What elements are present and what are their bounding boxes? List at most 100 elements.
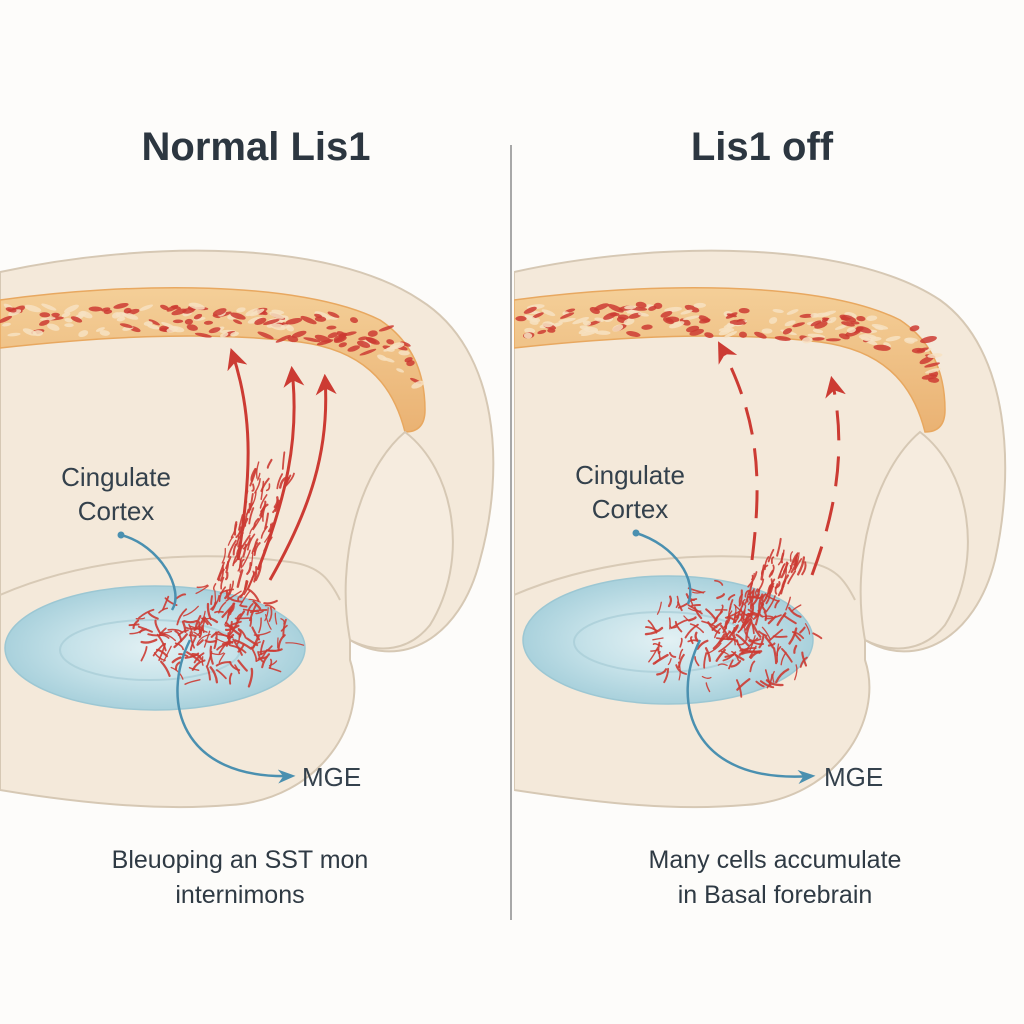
migrating-cell — [767, 642, 776, 647]
migrating-cell — [747, 612, 755, 621]
migrating-cell — [138, 608, 155, 619]
migrating-cells-right — [644, 537, 823, 698]
mge-label-right: MGE — [824, 762, 883, 792]
migrating-cell — [687, 639, 699, 643]
migrating-cell — [679, 637, 683, 648]
migrating-cell — [760, 564, 766, 581]
migrating-cell — [658, 651, 661, 660]
migrating-cell — [760, 602, 768, 613]
band-cell — [143, 321, 153, 326]
band-cell — [551, 322, 563, 328]
migrating-cell — [219, 564, 225, 582]
migrating-cell — [792, 554, 799, 564]
caption-normal-line2: internimons — [175, 881, 304, 909]
migrating-cell — [259, 494, 268, 509]
migrating-cell — [714, 627, 722, 639]
band-cell — [147, 324, 160, 330]
migrating-cell — [225, 571, 229, 581]
migrating-cell — [248, 507, 255, 525]
band-cell — [182, 307, 195, 314]
band-cell — [212, 308, 227, 316]
migrating-cell — [790, 604, 802, 613]
migrating-cell — [780, 561, 789, 579]
band-cell — [350, 317, 358, 324]
migrating-cell — [714, 579, 724, 586]
migrating-cell — [212, 583, 217, 591]
migrating-cell — [667, 595, 673, 608]
band-cell — [188, 302, 205, 310]
band-cell — [699, 318, 711, 324]
band-cell — [88, 306, 103, 312]
band-cell — [547, 328, 556, 333]
migrating-cell — [747, 608, 758, 615]
band-cell — [839, 314, 857, 323]
band-cell — [635, 301, 647, 309]
band-cell — [8, 309, 22, 316]
migrating-cell — [696, 639, 709, 650]
band-cell — [542, 321, 554, 328]
migrating-cell — [229, 620, 242, 627]
migrating-cell — [701, 675, 712, 679]
migrating-cell — [174, 661, 181, 671]
migrating-cell — [754, 588, 759, 596]
band-cell — [799, 313, 815, 318]
panel-title-normal: Normal Lis1 — [142, 125, 371, 169]
migrating-cell — [240, 534, 251, 549]
band-cell — [270, 323, 286, 331]
band-cell — [850, 321, 860, 325]
migrating-cell — [678, 648, 684, 660]
migrating-cell — [229, 580, 235, 595]
migrating-cell — [758, 630, 768, 637]
migrating-cell — [234, 639, 252, 650]
migrating-cell — [670, 619, 689, 629]
migrating-cell — [129, 629, 143, 635]
migrating-cell — [211, 652, 224, 656]
band-cell — [336, 331, 346, 337]
migration-arrow-2-left — [256, 365, 305, 571]
migrating-cell — [772, 670, 775, 683]
migrating-cell — [769, 578, 774, 594]
migrating-cells-left — [128, 451, 305, 688]
migrating-cell — [261, 653, 271, 669]
band-cell — [275, 334, 291, 343]
migrating-cell — [200, 610, 206, 624]
migrating-cell — [718, 640, 733, 653]
panel-title-lis1-off: Lis1 off — [691, 125, 834, 169]
migrating-cell — [232, 543, 237, 556]
band-cell — [641, 324, 653, 330]
migrating-cell — [652, 642, 663, 648]
migrating-cell — [250, 646, 258, 662]
migrating-cell — [663, 667, 670, 684]
band-cell — [383, 344, 401, 352]
migrating-cell — [767, 548, 775, 563]
band-cell — [860, 337, 874, 342]
migrating-cell — [209, 617, 219, 624]
band-cell — [768, 317, 778, 324]
band-cell — [919, 356, 934, 365]
migrating-cell — [772, 647, 778, 665]
migrating-cell — [764, 593, 780, 602]
ventricle-curve-right — [514, 555, 856, 601]
migrating-cell — [720, 650, 729, 656]
migrating-cell — [675, 595, 679, 609]
band-cell — [254, 317, 267, 325]
band-cell — [314, 313, 323, 318]
band-cell — [119, 323, 133, 328]
migrating-cell — [239, 590, 251, 606]
migrating-cell — [221, 547, 227, 564]
migrating-cell — [720, 624, 729, 640]
band-cell — [774, 336, 791, 341]
band-cell — [263, 319, 280, 325]
migrating-cell — [218, 652, 226, 664]
migrating-cell — [147, 611, 159, 620]
migrating-cell — [188, 666, 200, 671]
migrating-cell — [766, 595, 776, 612]
band-cell — [682, 315, 700, 321]
band-cell — [342, 331, 357, 336]
migrating-cell — [188, 634, 197, 638]
migrating-cell — [220, 576, 225, 590]
migrating-cell — [242, 543, 247, 558]
migrating-cell — [770, 564, 775, 576]
migrating-cell — [135, 617, 146, 620]
band-cell — [541, 309, 556, 317]
